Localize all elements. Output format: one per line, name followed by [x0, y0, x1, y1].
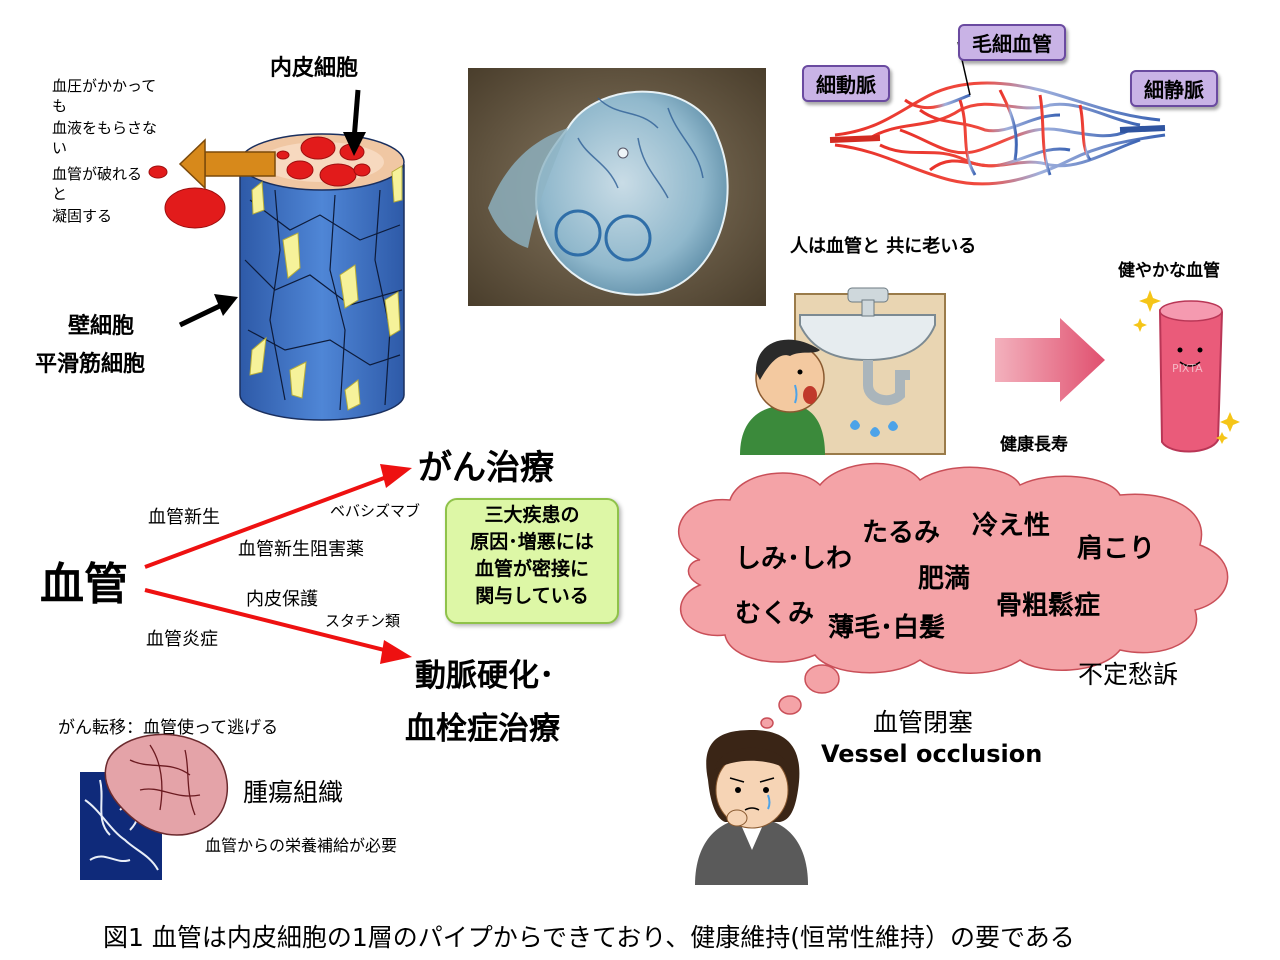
three-diseases-line: 原因･増悪には [470, 531, 594, 553]
angiogenesis-inhibitor-label: 血管新生阻害薬 [238, 539, 364, 560]
endothelial-protection-label: 内皮保護 [246, 589, 318, 610]
cloud-item: 骨粗鬆症 [996, 591, 1101, 621]
cloud-item: むくみ [735, 599, 815, 629]
mural-cell-label: 壁細胞 [68, 314, 135, 339]
cloud-item: 薄毛･白髪 [828, 613, 946, 643]
arteriole-label: 細動脈 [802, 65, 890, 102]
capillary-label: 毛細血管 [958, 24, 1066, 61]
vessel-occlusion-jp: 血管閉塞 [873, 708, 974, 737]
bevacizumab-label: ベバシズマブ [330, 502, 421, 520]
statins-label: スタチン類 [325, 612, 401, 630]
embryo-photo [468, 68, 766, 306]
cloud-item: 冷え性 [972, 511, 1051, 541]
tumor-tissue-label: 腫瘍組織 [243, 778, 344, 807]
cloud-item: 肩こり [1077, 534, 1156, 564]
pressure-note-line: 血圧がかかって [52, 77, 157, 95]
three-diseases-line: 三大疾患の [484, 504, 580, 526]
pressure-note-line: も [52, 97, 68, 115]
figure-caption: 図1 血管は内皮細胞の1層のパイプからできており、健康維持(恒常性維持）の要であ… [103, 923, 1075, 952]
pixta-watermark: PIXTA [1172, 362, 1203, 375]
pressure-note-line: と [52, 185, 68, 203]
healthy-vessel-label: 健やかな血管 [1118, 261, 1220, 281]
pressure-note-line: い [52, 139, 68, 157]
smooth-muscle-cell-label: 平滑筋細胞 [35, 352, 146, 377]
angiogenesis-label: 血管新生 [148, 507, 220, 528]
cancer-treatment-label: がん治療 [418, 448, 554, 488]
metastasis-label: がん転移：血管使って逃げる [58, 718, 279, 738]
three-diseases-line: 関与している [475, 585, 589, 607]
aging-caption: 人は血管と 共に老いる [790, 236, 977, 257]
atherosclerosis-label-2: 血栓症治療 [405, 711, 560, 747]
atherosclerosis-label-1: 動脈硬化･ [415, 658, 555, 694]
cloud-item: しみ･しわ [735, 544, 853, 574]
pressure-note-line: 血管が破れる [52, 165, 143, 183]
three-diseases-box: 三大疾患の 原因･増悪には 血管が密接に 関与している [445, 498, 619, 624]
longevity-label: 健康長寿 [1000, 435, 1068, 455]
venule-label: 細静脈 [1130, 70, 1218, 107]
pressure-note-line: 血液をもらさな [52, 119, 158, 137]
cloud-item: たるみ [862, 518, 941, 548]
pressure-note-line: 凝固する [52, 207, 113, 225]
three-diseases-line: 血管が密接に [474, 558, 589, 580]
vascular-inflammation-label: 血管炎症 [146, 629, 218, 650]
pressure-note: 血圧がかかって も 血液をもらさな い 血管が破れる と 凝固する [52, 76, 157, 226]
endothelial-cell-label: 内皮細胞 [270, 56, 359, 81]
unidentified-complaints-label: 不定愁訴 [1078, 660, 1179, 689]
vessel-word: 血管 [40, 559, 128, 610]
nutrition-label: 血管からの栄養補給が必要 [205, 836, 398, 855]
cloud-item: 肥満 [918, 564, 971, 594]
vessel-occlusion-en: Vessel occlusion [821, 740, 1043, 768]
